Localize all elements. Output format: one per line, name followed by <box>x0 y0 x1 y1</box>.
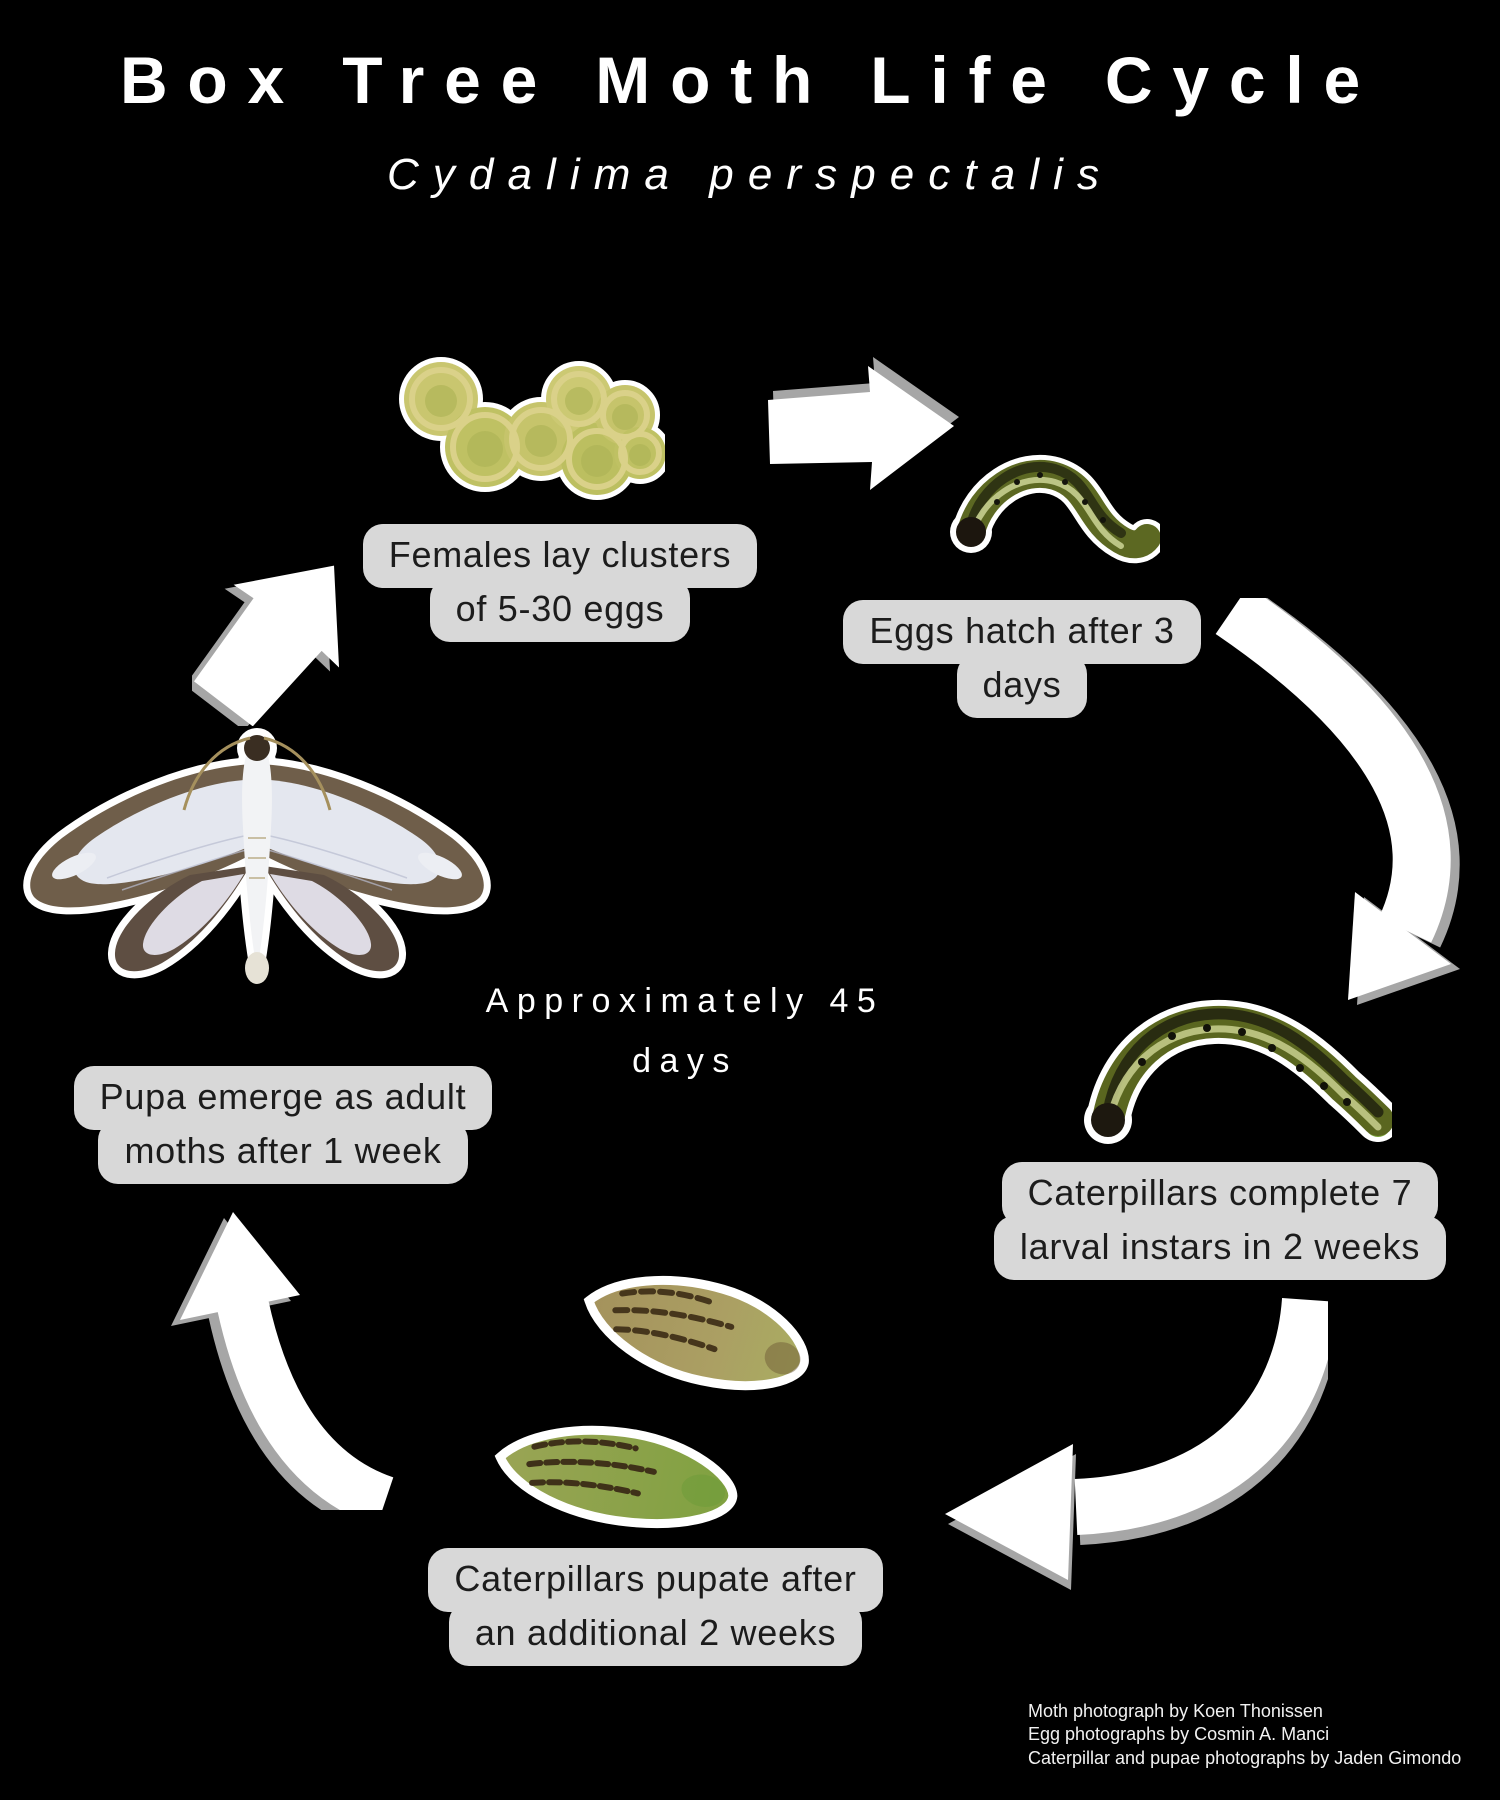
caption-adult-line2: moths after 1 week <box>98 1120 468 1184</box>
caption-pupa-line1: Caterpillars pupate after <box>428 1548 883 1612</box>
caption-caterpillar-line2: larval instars in 2 weeks <box>993 1216 1447 1280</box>
caption-caterpillar-line1: Caterpillars complete 7 <box>1001 1162 1439 1226</box>
caption-adult-moth: Pupa emerge as adult moths after 1 week <box>58 1066 508 1184</box>
cycle-duration-line2: days <box>632 1041 738 1080</box>
caption-eggs-line2: of 5-30 eggs <box>429 578 691 642</box>
caption-caterpillar: Caterpillars complete 7 larval instars i… <box>993 1162 1447 1280</box>
caption-eggs: Females lay clusters of 5-30 eggs <box>360 524 760 642</box>
young-caterpillar-photo <box>950 454 1160 564</box>
caption-hatchling-line2: days <box>956 654 1088 718</box>
credit-moth: Moth photograph by Koen Thonissen <box>1028 1701 1323 1721</box>
mature-caterpillar-photo <box>1084 999 1392 1144</box>
caption-pupa: Caterpillars pupate after an additional … <box>428 1548 883 1666</box>
caption-eggs-line1: Females lay clusters <box>362 524 758 588</box>
photo-credits: Moth photograph by Koen Thonissen Egg ph… <box>1028 1700 1461 1770</box>
page-title: Box Tree Moth Life Cycle <box>119 43 1381 117</box>
caption-hatchling: Eggs hatch after 3 days <box>822 600 1222 718</box>
cycle-duration-label: Approximately 45 days <box>420 972 950 1091</box>
arrow-adult-to-eggs-icon <box>192 565 340 726</box>
caption-hatchling-line1: Eggs hatch after 3 <box>843 600 1201 664</box>
arrow-eggs-to-hatchling-icon <box>768 357 959 490</box>
scientific-name: Cydalima perspectalis <box>386 150 1114 199</box>
adult-moth-photo <box>23 728 491 984</box>
credit-eggs: Egg photographs by Cosmin A. Manci <box>1028 1724 1330 1745</box>
pupae-photo <box>494 1425 738 1528</box>
credit-caterpillar-pupae: Caterpillar and pupae photographs by Jad… <box>1028 1747 1462 1768</box>
arrow-caterpillar-to-pupa-icon <box>945 1297 1328 1590</box>
pupae-photo <box>583 1275 809 1391</box>
caption-adult-line1: Pupa emerge as adult <box>73 1066 493 1130</box>
egg-cluster-photo <box>399 357 665 500</box>
caption-pupa-line2: an additional 2 weeks <box>448 1602 863 1666</box>
arrow-pupa-to-adult-icon <box>171 1212 394 1510</box>
arrow-hatchling-to-caterpillar-icon <box>1215 598 1460 1005</box>
cycle-duration-line1: Approximately 45 <box>485 982 885 1020</box>
